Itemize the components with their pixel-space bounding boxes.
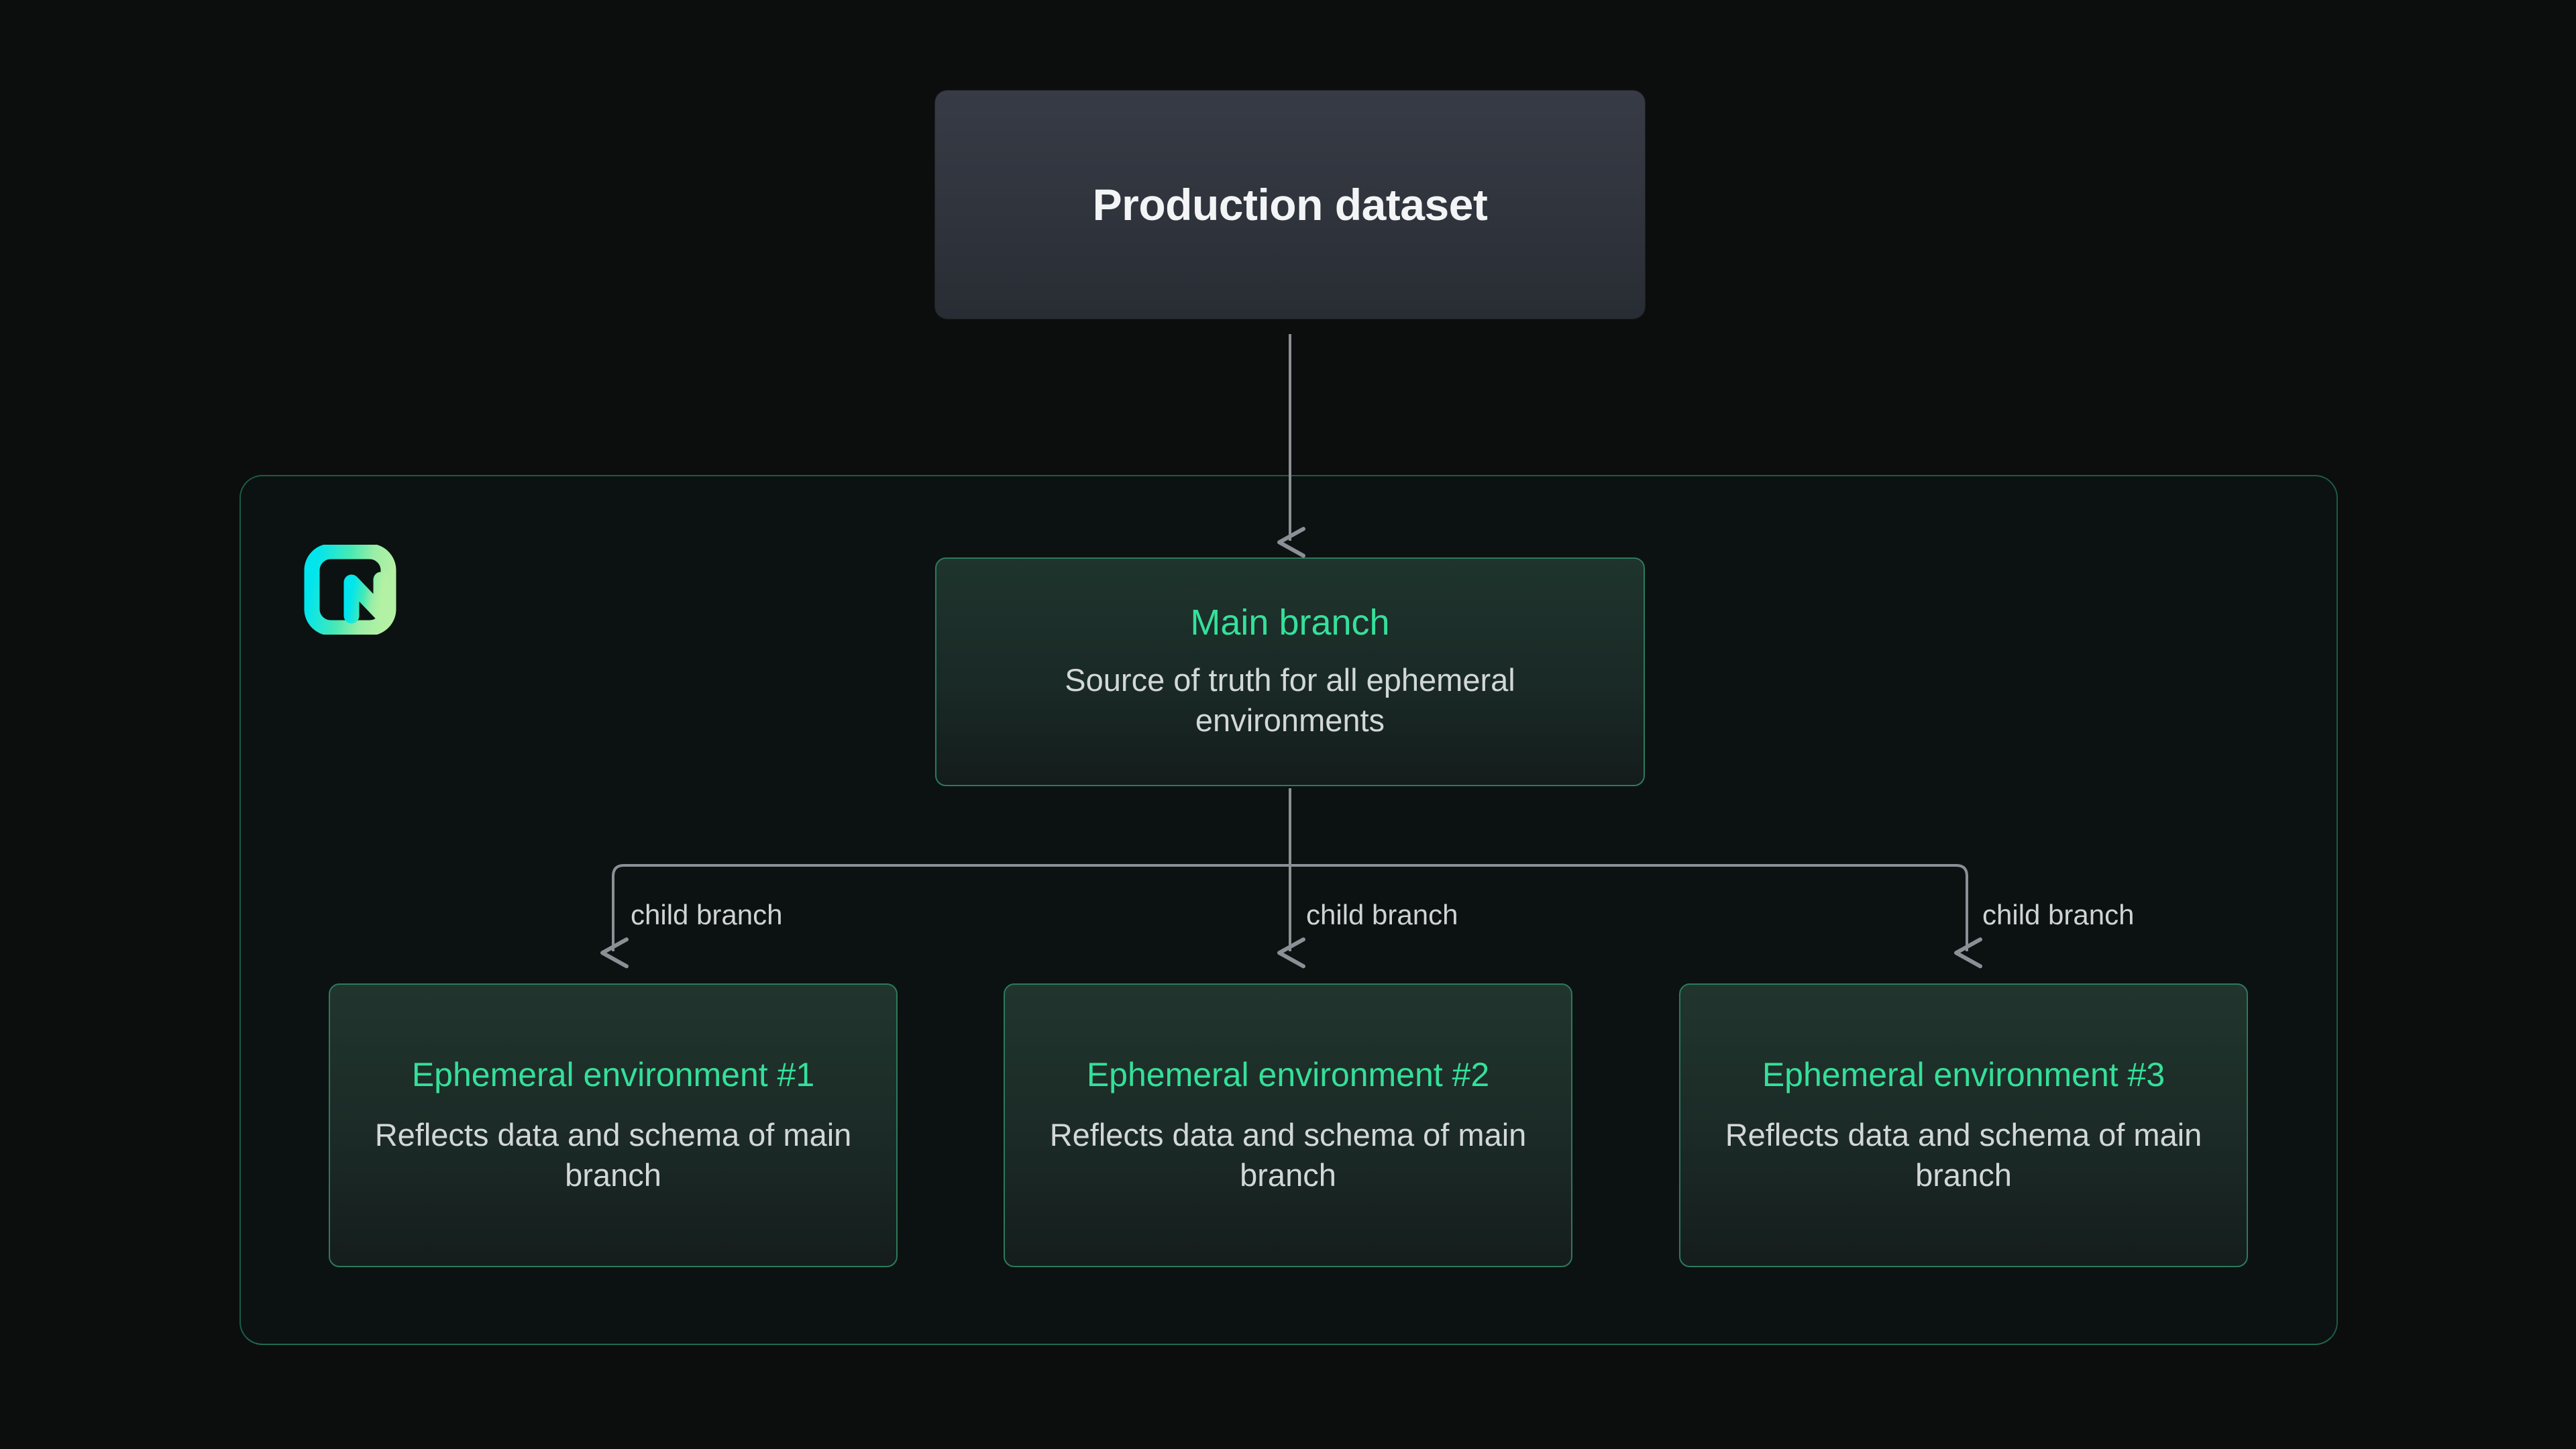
edge-label-child-branch-3: child branch <box>1982 899 2135 930</box>
ephemeral-environment-title-2: Ephemeral environment #2 <box>1086 1055 1490 1093</box>
ephemeral-environment-title-3: Ephemeral environment #3 <box>1762 1055 2165 1093</box>
ephemeral-environment-subtitle-2: Reflects data and schema of main branch <box>1049 1116 1527 1193</box>
neon-logo-icon <box>303 543 397 636</box>
ephemeral-environment-title-1: Ephemeral environment #1 <box>411 1055 815 1093</box>
ephemeral-environment-node-1: Ephemeral environment #1 Reflects data a… <box>329 983 898 1267</box>
main-branch-node: Main branch Source of truth for all ephe… <box>935 557 1645 786</box>
ephemeral-environment-node-3: Ephemeral environment #3 Reflects data a… <box>1679 983 2248 1267</box>
main-branch-subtitle: Source of truth for all ephemeral enviro… <box>1065 662 1515 739</box>
ephemeral-environment-node-2: Ephemeral environment #2 Reflects data a… <box>1004 983 1572 1267</box>
edge-label-child-branch-1: child branch <box>631 899 783 930</box>
ephemeral-environment-subtitle-1: Reflects data and schema of main branch <box>374 1116 852 1193</box>
production-dataset-title: Production dataset <box>1092 180 1488 229</box>
main-branch-title: Main branch <box>1190 602 1390 643</box>
ephemeral-environment-subtitle-3: Reflects data and schema of main branch <box>1725 1116 2202 1193</box>
production-dataset-node: Production dataset <box>935 91 1645 319</box>
edge-label-child-branch-2: child branch <box>1306 899 1458 930</box>
